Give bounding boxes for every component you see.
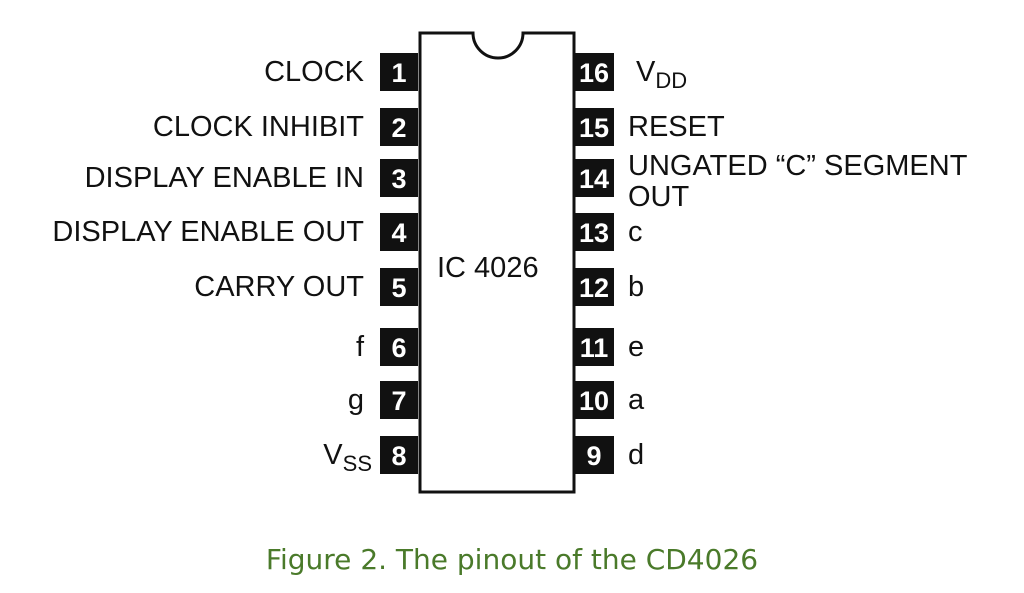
pin-15: 15 RESET [574,108,725,146]
pin-number-8: 8 [391,441,406,471]
pin-number-6: 6 [391,333,406,363]
pin-label-11: e [628,331,644,363]
pin-label-14-line2: OUT [628,181,690,213]
pins-left: 1 CLOCK 2 CLOCK INHIBIT 3 DISPLAY ENABLE IN 4D… [52,53,418,476]
pin-label-10: a [628,384,645,416]
pin-box-6 [380,328,418,366]
pin-box-3 [380,159,418,197]
pin-box-8 [380,436,418,474]
pin-number-15: 15 [579,113,609,143]
pin-number-2: 2 [391,113,406,143]
pin-label-12: b [628,271,644,303]
pin-6: 6f [356,328,418,366]
pin-number-13: 13 [579,218,609,248]
pin-label-16: VDD [636,56,687,93]
pin-number-4: 4 [391,218,406,248]
pin-box-2 [380,108,418,146]
pin-12: 12 b [574,268,644,306]
chip-label: IC 4026 [437,252,539,284]
pin-number-11: 11 [580,333,609,363]
pin-label-15: RESET [628,111,725,143]
pin-box-12 [574,268,614,306]
pin-10: 10 a [574,381,645,419]
pin-number-10: 10 [579,386,609,416]
pin-label-7: g [348,384,364,416]
pin-number-5: 5 [391,273,406,303]
pin-16: 16 VDD [574,53,687,93]
figure-caption: Figure 2. The pinout of the CD4026 [265,543,759,576]
pin-box-7 [380,381,418,419]
pin-4: 4 DISPLAY ENABLE OUT [52,213,418,251]
pin-11: 11 e [574,328,644,366]
pin-number-14: 14 [579,164,609,194]
pin-number-9: 9 [586,441,601,471]
pin-box-10 [574,381,614,419]
pin-label-14: UNGATED “C” SEGMENT [628,150,968,182]
pin-box-9 [574,436,614,474]
pin-number-1: 1 [391,58,406,88]
pin-5: 5 CARRY OUT [194,268,418,306]
chip-body [418,31,576,494]
pin-box-14 [574,159,614,197]
pin-box-4 [380,213,418,251]
pin-number-12: 12 [579,273,609,303]
pin-2: 2 CLOCK INHIBIT [153,108,418,146]
pin-box-11 [574,328,614,366]
pin-label-13: c [628,216,643,248]
pin-box-13 [574,213,614,251]
pin-label-1: CLOCK [264,56,365,88]
pin-13: 13 c [574,213,643,251]
pin-label-5: CARRY OUT [194,271,364,303]
pin-7: 7g [348,381,418,419]
pin-box-5 [380,268,418,306]
pin-number-7: 7 [391,386,406,416]
pin-label-2: CLOCK INHIBIT [153,111,364,143]
pin-number-3: 3 [391,164,406,194]
pin-box-1 [380,53,418,91]
pin-8: 8 VSS [323,436,418,476]
pin-label-4: DISPLAY ENABLE OUT [52,216,364,248]
pin-label-6: f [356,331,365,363]
pin-label-3: DISPLAY ENABLE IN [85,162,364,194]
pin-1: 1 CLOCK [264,53,418,91]
pin-box-16 [574,53,614,91]
pin-number-16: 16 [579,58,609,88]
pin-label-9: d [628,439,644,471]
pin-3: 3 DISPLAY ENABLE IN [85,159,418,197]
pin-label-8: VSS [323,439,372,476]
pin-box-15 [574,108,614,146]
